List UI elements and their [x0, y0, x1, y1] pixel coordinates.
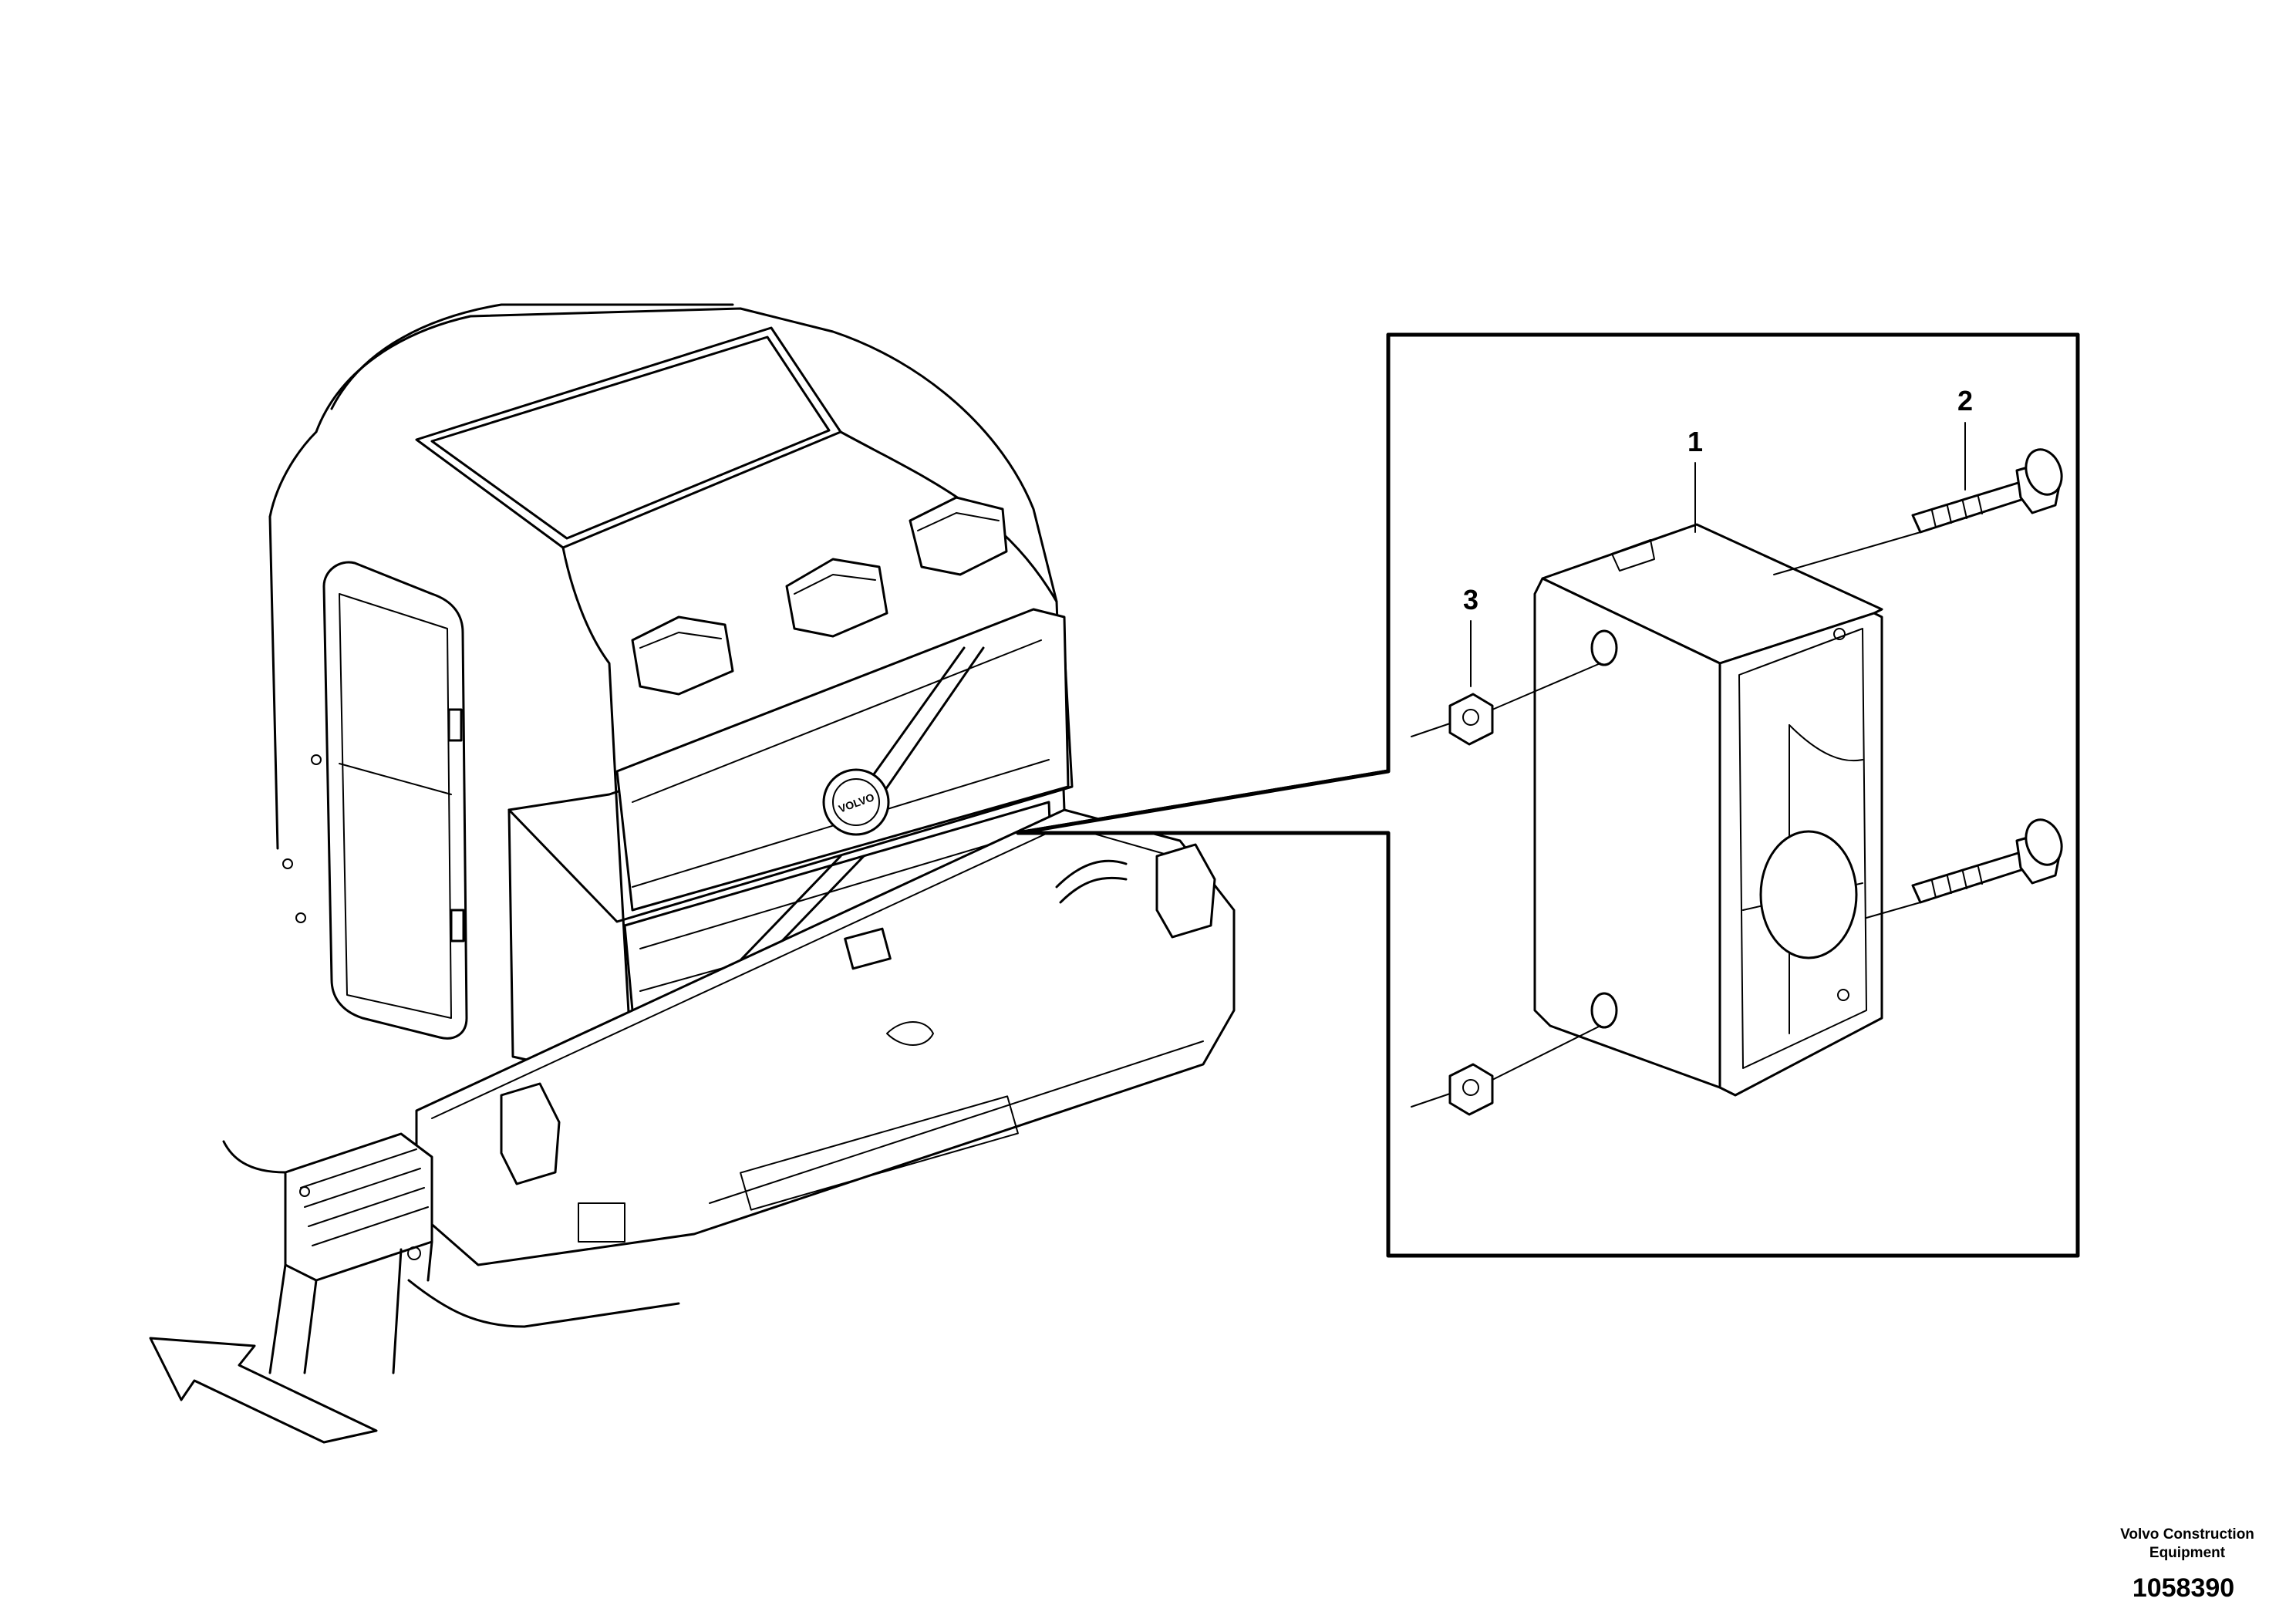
company-name-line1: Volvo Construction [2120, 1526, 2254, 1543]
volvo-badge: VOLVO [822, 768, 890, 836]
work-light-center [785, 558, 888, 638]
company-name-line2: Equipment [2149, 1545, 2226, 1561]
callout-2: 2 [1957, 385, 1973, 416]
callout-1: 1 [1687, 426, 1703, 457]
company-name: Volvo Construction Equipment [2099, 1526, 2276, 1563]
nut-lower [1411, 1025, 1601, 1116]
part-3-nuts: 3 [1411, 584, 1601, 1116]
bolt-upper [1773, 448, 2063, 575]
part-2-bolts: 2 [1773, 385, 2063, 919]
bolt-lower [1866, 818, 2063, 919]
direction-arrow-icon [149, 1337, 378, 1444]
roof-hatch [415, 326, 842, 549]
work-light-left [631, 615, 734, 696]
hood-panel-upper [615, 608, 1070, 912]
tow-hitch [844, 927, 892, 970]
callout-3: 3 [1463, 584, 1478, 615]
work-light-right [909, 496, 1008, 576]
tail-light-right [1155, 843, 1216, 939]
tail-light-left [500, 1082, 561, 1185]
machine-rear-view: VOLVO [222, 303, 1236, 1374]
part-1-alarm-housing: 1 [1533, 426, 1883, 1097]
access-step [268, 1132, 433, 1374]
nut-upper [1411, 663, 1601, 746]
document-number: 1058390 [2132, 1573, 2235, 1603]
